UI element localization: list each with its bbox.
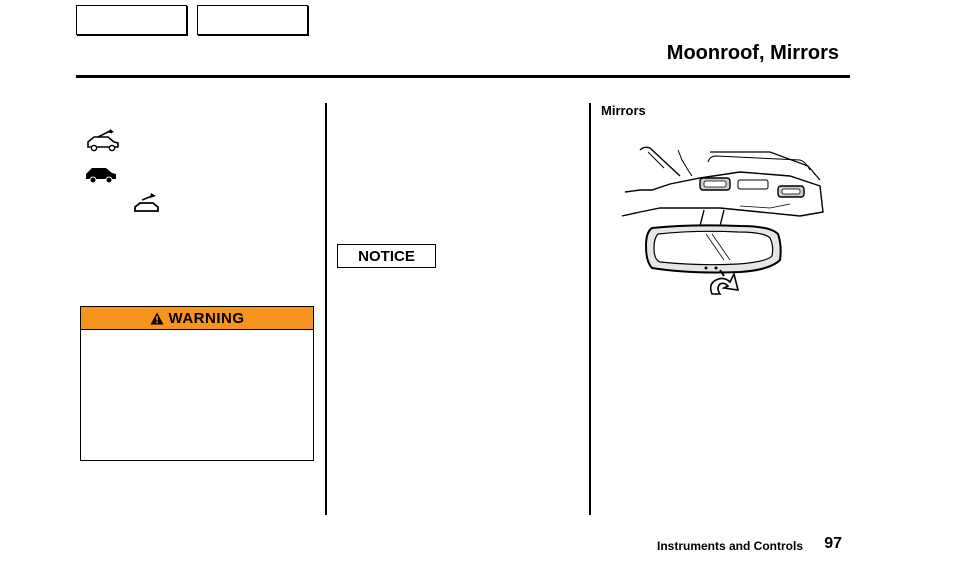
rearview-mirror-illustration	[621, 146, 824, 295]
car-silhouette-icon	[86, 168, 116, 184]
column-divider	[325, 103, 327, 515]
notice-box: NOTICE	[337, 244, 436, 268]
warning-label: WARNING	[168, 309, 245, 327]
column-divider	[589, 103, 591, 515]
nav-next-button[interactable]	[197, 5, 308, 35]
nav-prev-button[interactable]	[76, 5, 187, 35]
header-rule	[76, 75, 850, 78]
section-heading-mirrors: Mirrors	[601, 103, 646, 118]
warning-header: WARNING	[81, 307, 313, 330]
notice-label: NOTICE	[358, 247, 415, 265]
page-title: Moonroof, Mirrors	[666, 42, 839, 64]
warning-box: WARNING	[80, 306, 314, 461]
car-moonroof-tilt-icon	[87, 129, 119, 152]
footer-section-label: Instruments and Controls	[656, 539, 803, 553]
page-number: 97	[824, 535, 842, 552]
moonroof-switch-icon	[134, 193, 159, 212]
warning-triangle-icon	[150, 312, 163, 324]
